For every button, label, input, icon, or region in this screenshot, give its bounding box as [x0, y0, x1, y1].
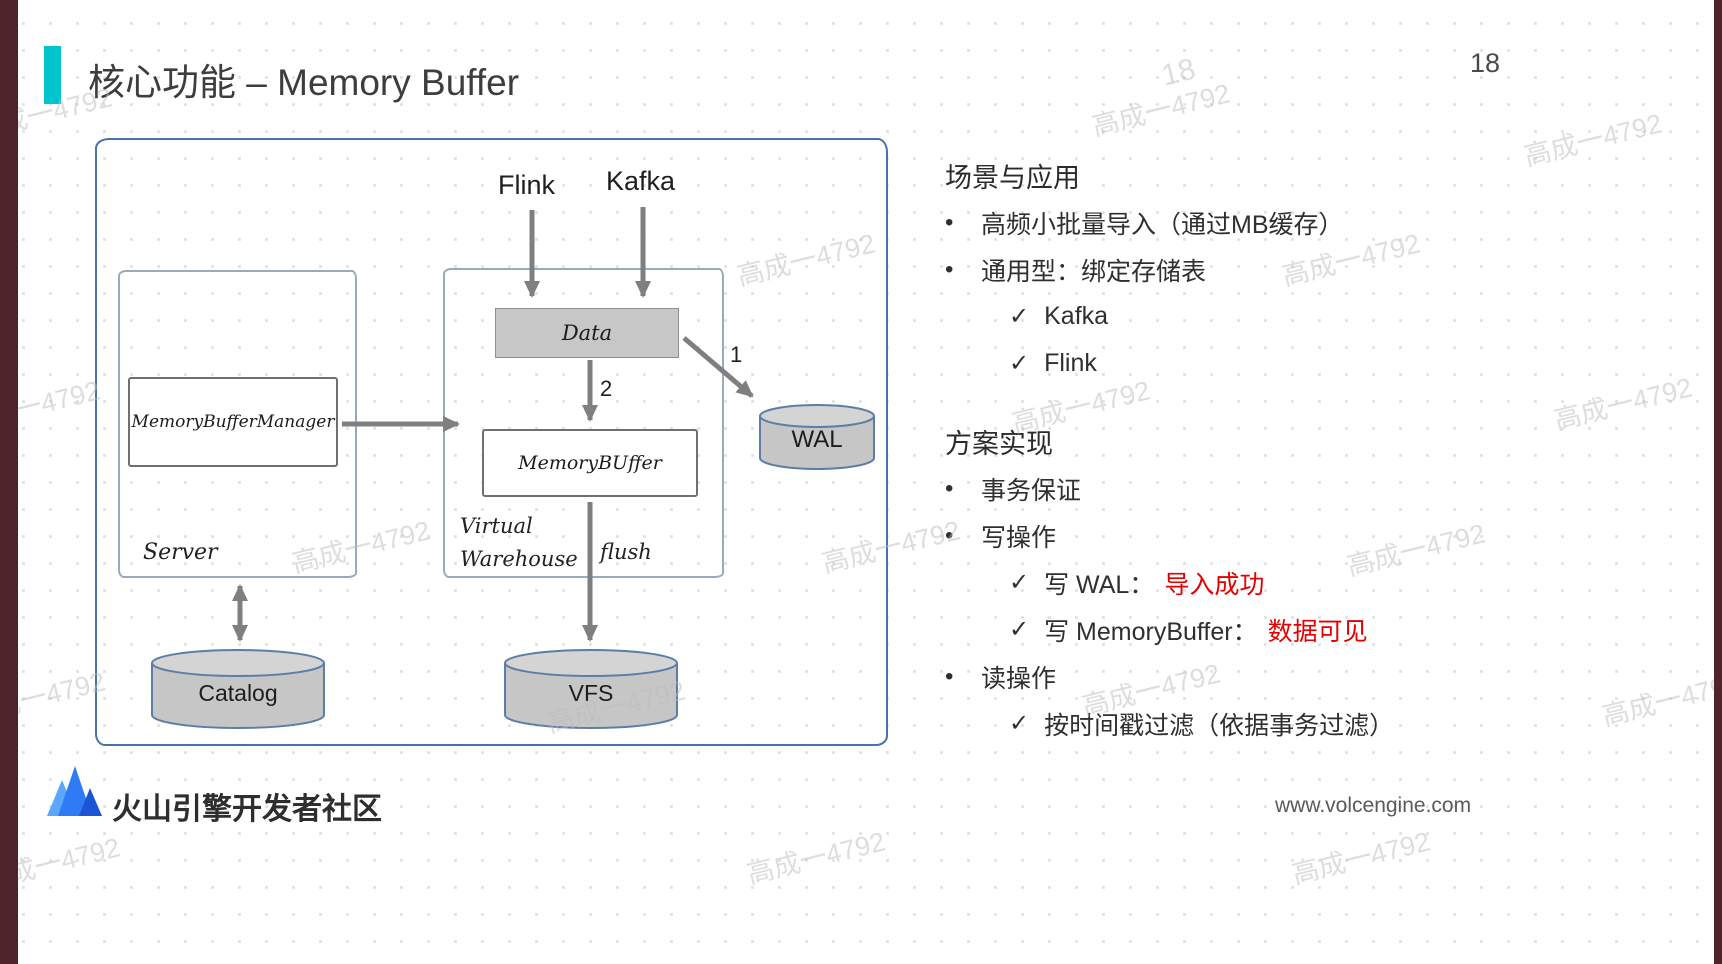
check-item-timestamp-filter: ✓ 按时间戳过滤（依据事务过滤） [945, 700, 1505, 747]
wal-label: WAL [791, 426, 843, 453]
bullet-icon: • [945, 662, 954, 690]
title-accent-bar [44, 46, 61, 104]
arrow-1-number: 1 [730, 342, 743, 367]
bullet-text: 高频小批量导入（通过MB缓存） [981, 210, 1344, 239]
website-url: www.volcengine.com [1275, 794, 1472, 817]
flink-label: Flink [498, 170, 556, 200]
left-edge-strip [0, 0, 18, 964]
watermark: 高成一4792 [1289, 826, 1434, 890]
check-icon: ✓ [1009, 303, 1030, 330]
check-red-text: 导入成功 [1164, 570, 1265, 599]
check-red-text: 数据可见 [1267, 617, 1368, 646]
vfs-label: VFS [568, 680, 614, 706]
bullet-icon: • [945, 521, 954, 549]
bullet-text: 写操作 [981, 523, 1057, 552]
data-box: Data [495, 308, 679, 358]
bullet-item-transaction: • 事务保证 [945, 465, 1505, 512]
check-icon: ✓ [1009, 569, 1030, 596]
bullet-text: 读操作 [981, 664, 1057, 693]
check-item-kafka: ✓ Kafka [945, 293, 1505, 340]
bullet-text: 事务保证 [981, 476, 1082, 505]
memory-buffer-box: MemoryBUffer [482, 429, 698, 497]
arrow-2-number: 2 [600, 376, 613, 401]
flush-label: flush [600, 540, 652, 564]
brand-name: 火山引擎开发者社区 [112, 793, 382, 826]
watermark: 高成一4792 [1089, 78, 1234, 142]
bullet-item-general-type: • 通用型：绑定存储表 [945, 246, 1505, 293]
check-text: Kafka [1044, 302, 1109, 330]
page-title: 核心功能 – Memory Buffer [88, 62, 520, 103]
watermark: 高成一4792 [1599, 668, 1722, 732]
check-item-write-wal: ✓ 写 WAL： 导入成功 [945, 559, 1505, 606]
server-label: Server [143, 540, 218, 565]
memory-buffer-manager-box: MemoryBufferManager [128, 377, 338, 467]
check-icon: ✓ [1009, 616, 1030, 643]
watermark-page-number-ghost: 18 [1158, 52, 1199, 93]
check-icon: ✓ [1009, 710, 1030, 737]
memory-buffer-label: MemoryBUffer [518, 452, 662, 474]
bullet-icon: • [945, 474, 954, 502]
diagram-outer-box [95, 138, 888, 746]
bullet-item-read-op: • 读操作 [945, 653, 1505, 700]
bullet-item-write-op: • 写操作 [945, 512, 1505, 559]
memory-buffer-manager-label: MemoryBufferManager [131, 412, 335, 432]
bullet-icon: • [945, 208, 954, 236]
volcengine-logo-icon [46, 762, 104, 823]
right-panel: 场景与应用 • 高频小批量导入（通过MB缓存） • 通用型：绑定存储表 ✓ Ka… [945, 152, 1505, 747]
right-edge-strip [1714, 0, 1722, 964]
check-text: 写 WAL： [1044, 570, 1155, 599]
watermark: 高成一4792 [744, 826, 889, 890]
check-icon: ✓ [1009, 350, 1030, 377]
check-item-flink: ✓ Flink [945, 340, 1505, 387]
bullet-item-high-freq: • 高频小批量导入（通过MB缓存） [945, 199, 1505, 246]
section-title-scenarios: 场景与应用 [945, 163, 1080, 193]
data-box-label: Data [561, 321, 613, 345]
catalog-label: Catalog [198, 680, 278, 706]
check-text: 按时间戳过滤（依据事务过滤） [1044, 711, 1395, 740]
watermark: 高成一4792 [1521, 108, 1666, 172]
bullet-text: 通用型：绑定存储表 [981, 257, 1207, 286]
watermark: 高成一4792 [0, 832, 124, 896]
watermark: 高成一4792 [1551, 372, 1696, 436]
virtual-warehouse-label: Virtual Warehouse [460, 514, 578, 571]
check-text: Flink [1044, 349, 1097, 377]
bullet-icon: • [945, 255, 954, 283]
check-item-write-memorybuffer: ✓ 写 MemoryBuffer： 数据可见 [945, 606, 1505, 653]
section-title-implementation: 方案实现 [945, 429, 1053, 459]
section-spacer [945, 387, 1505, 418]
page-number: 18 [1470, 48, 1501, 78]
kafka-label: Kafka [606, 166, 676, 196]
check-text: 写 MemoryBuffer： [1044, 617, 1258, 646]
